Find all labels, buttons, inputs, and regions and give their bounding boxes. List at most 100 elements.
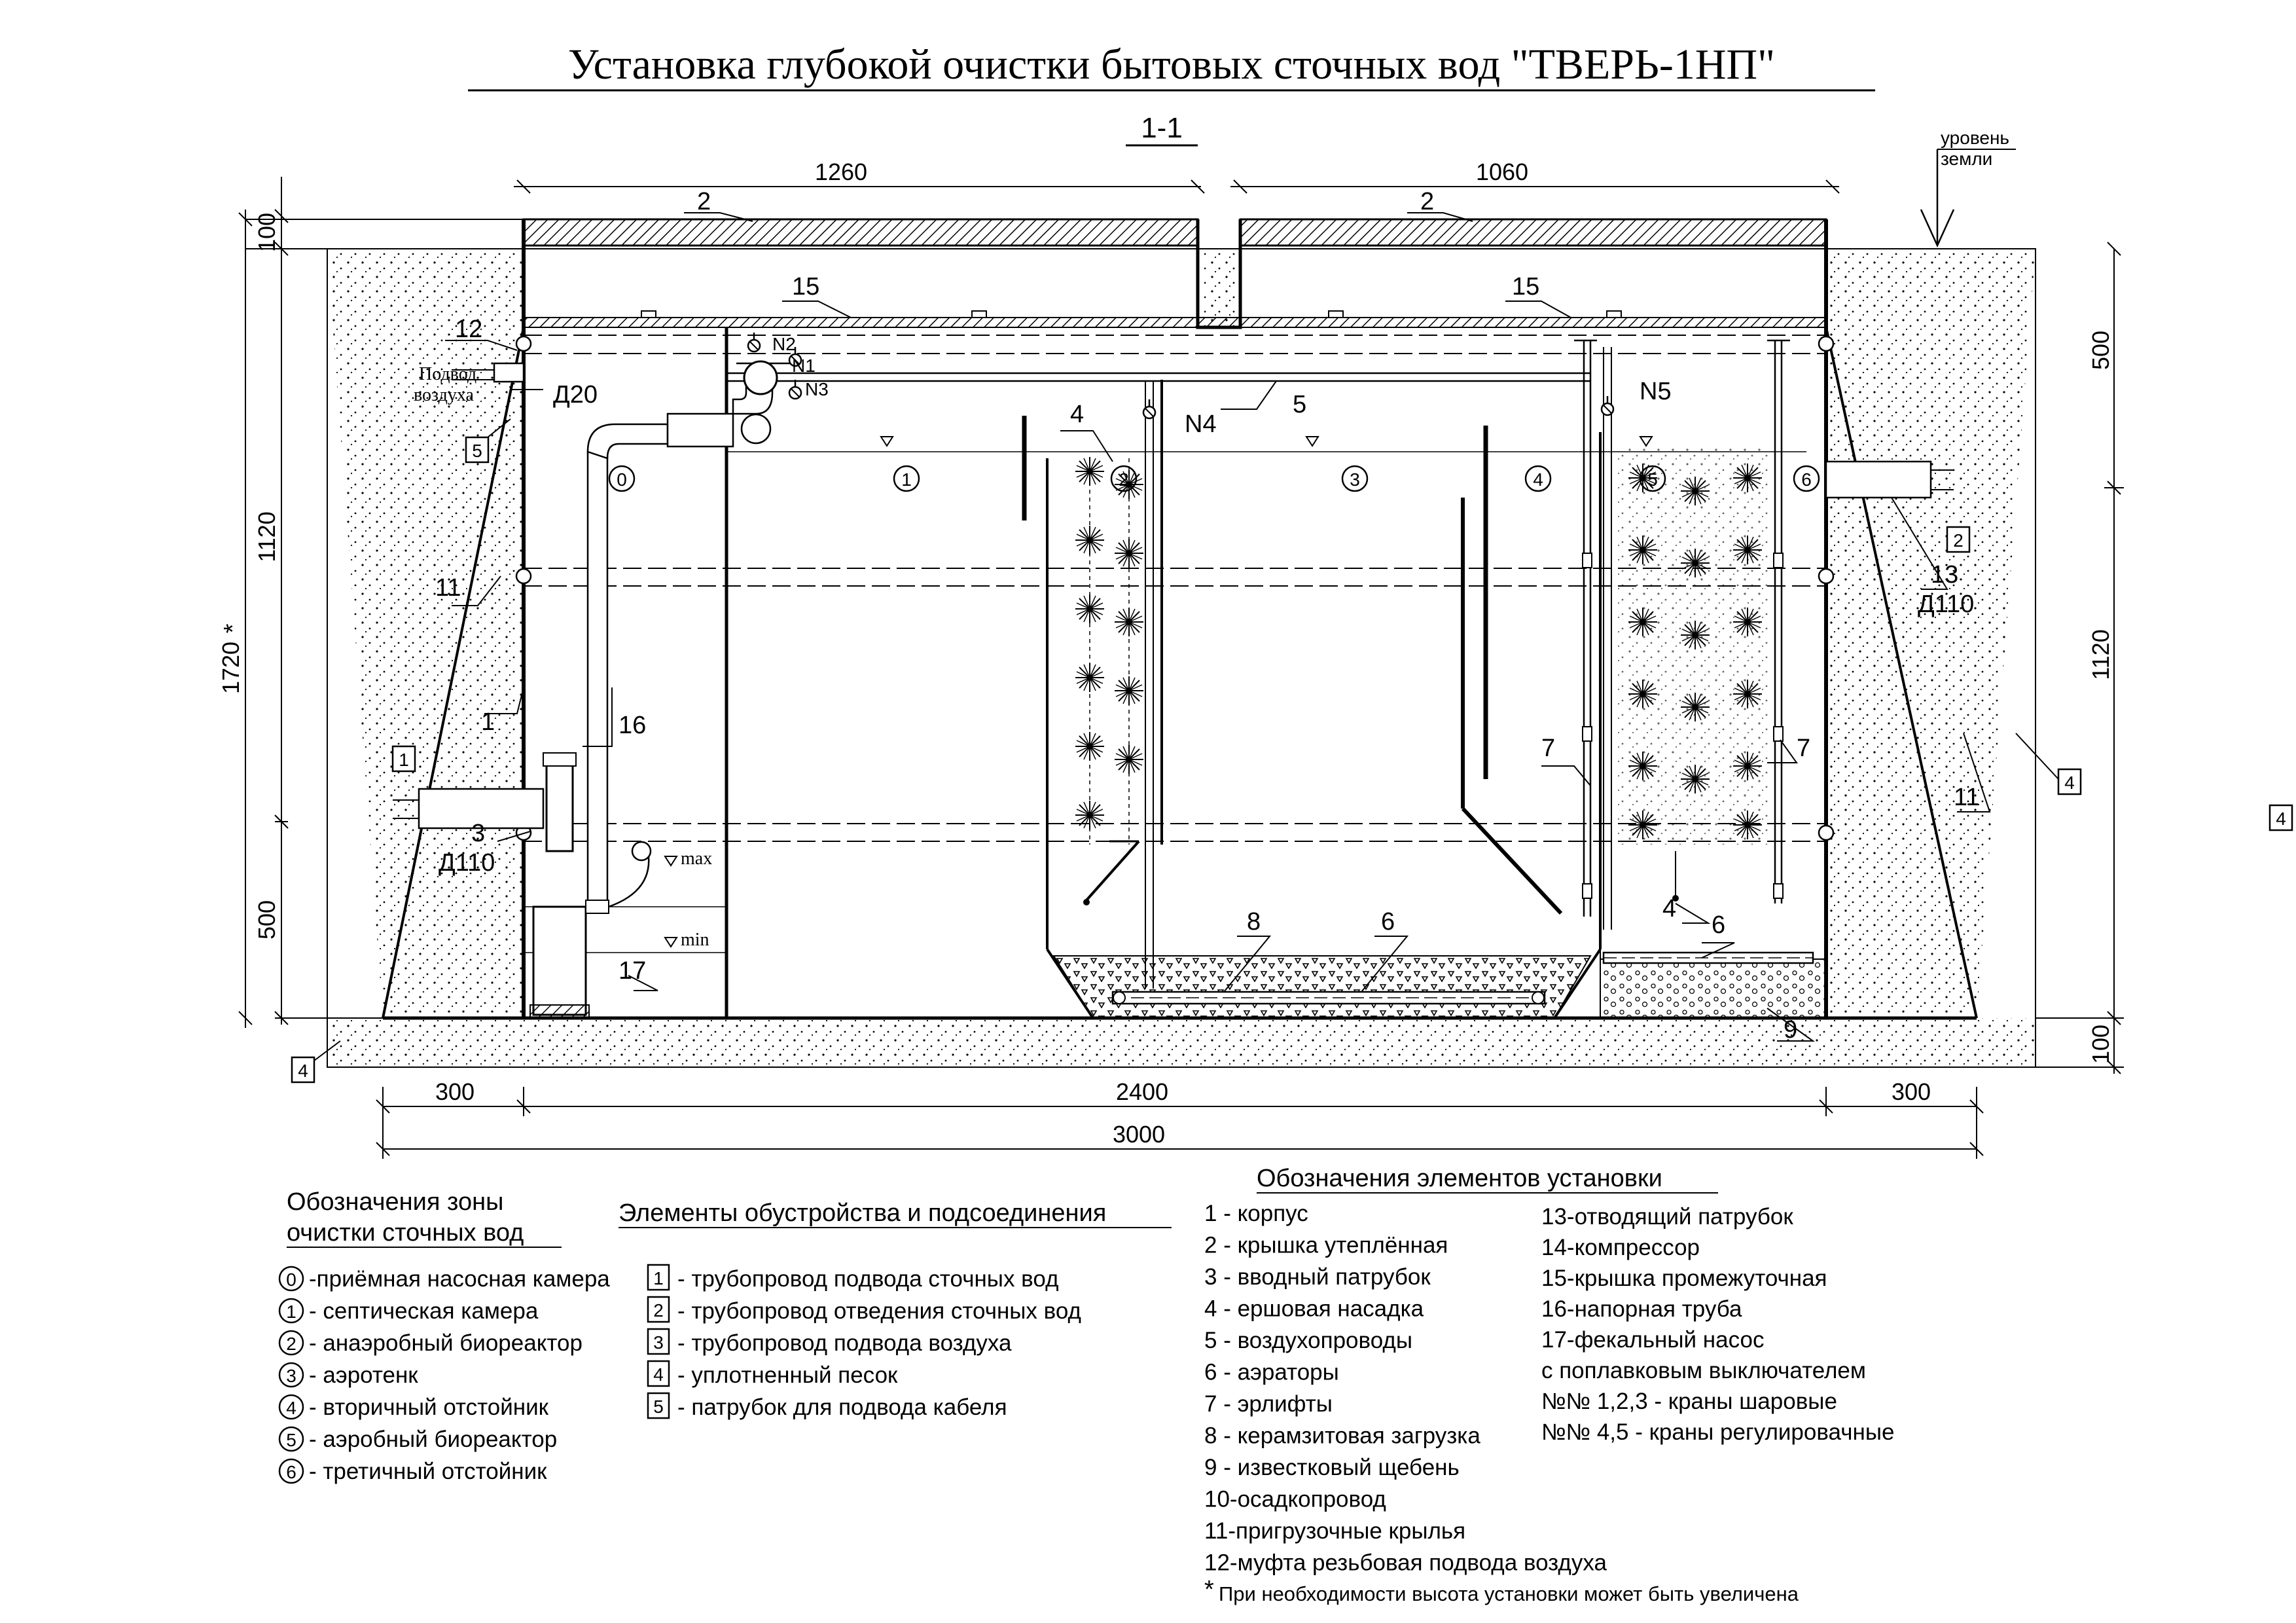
zone-marker-3: 3 (1350, 469, 1360, 490)
inlet-nozzle (393, 752, 577, 852)
insulated-lid-right (1239, 218, 1827, 247)
plant-body: max min (382, 218, 1978, 1020)
fecal-pump (529, 841, 652, 1019)
dimension-values: 1260 1060 100 1120 500 1720 * 500 1120 1… (217, 158, 2114, 1148)
element-legend-item: 2 - крышка утеплённая (1204, 1233, 1448, 1258)
element-legend-item: 15-крышка промежуточная (1541, 1266, 1827, 1291)
legend-zones: Обозначения зоны очистки сточных вод (287, 1188, 562, 1248)
air-supply-label-1: Подвод (419, 364, 476, 384)
outlet-nozzle (1825, 460, 1954, 499)
level-max-label: max (681, 848, 712, 869)
connection-legend-text: - трубопровод подвода сточных вод (677, 1266, 1059, 1292)
zone-legend-marker (278, 1394, 304, 1420)
legend-elements: Обозначения элементов установки (1257, 1165, 1718, 1194)
callout-15-left: 15 (792, 273, 819, 301)
element-legend-item: 11-пригрузочные крылья (1204, 1518, 1465, 1544)
dim-right-1120: 1120 (2087, 629, 2114, 680)
air-pipelines (726, 339, 1790, 989)
ground-level-label-2: земли (1941, 149, 1992, 169)
pipe-labels: Подвод воздуха Д20 Д110 Д110 N1 N2 N3 N4… (414, 334, 1974, 877)
callout-5: 5 (1293, 391, 1306, 418)
zone-legend-marker (278, 1330, 304, 1356)
element-legend-item: 5 - воздухопроводы (1204, 1328, 1412, 1353)
boxed-callout-4-right: 4 (2064, 773, 2075, 793)
d110-right-label: Д110 (1918, 591, 1974, 618)
zone-legend-number: 1 (286, 1302, 296, 1322)
element-legend-item: 17-фекальный насос (1541, 1327, 1764, 1353)
drawing-title: Установка глубокой очистки бытовых сточн… (568, 41, 1775, 88)
callout-16: 16 (619, 712, 646, 739)
zone-legend-text: - аэробный биореактор (309, 1427, 557, 1452)
level-min-label: min (681, 930, 709, 950)
element-legend-item: 7 - эрлифты (1204, 1391, 1333, 1417)
callout-11-right: 11 (1954, 784, 1979, 811)
zone-legend-number: 6 (286, 1462, 296, 1482)
dim-left-100: 100 (253, 213, 280, 252)
connection-legend-number: 3 (653, 1332, 664, 1353)
valve-n4-label: N4 (1185, 410, 1217, 438)
boxed-callouts: 1 2 4 4 4 5 (291, 418, 2293, 1084)
element-legend-item: 10-осадкопровод (1204, 1487, 1386, 1512)
element-legend-item: 14-компрессор (1541, 1235, 1700, 1260)
element-legend-item: с поплавковым выключателем (1541, 1358, 1866, 1383)
element-legend-item: 8 - керамзитовая загрузка (1204, 1423, 1480, 1449)
callout-numbers: 1 2 2 3 4 4 5 6 6 7 7 8 9 11 11 12 13 15… (435, 188, 1979, 1044)
dim-bottom-300-left: 300 (435, 1078, 475, 1105)
dim-total-star: * (219, 623, 247, 633)
callout-leaders (445, 212, 1991, 1042)
zone-legend-text: - анаэробный биореактор (309, 1330, 583, 1356)
dim-bottom-2400: 2400 (1116, 1078, 1168, 1105)
callout-4-anaerobic: 4 (1070, 401, 1084, 428)
callout-4-aerobic: 4 (1662, 895, 1676, 922)
connection-legend-text: - трубопровод подвода воздуха (677, 1330, 1012, 1356)
boxed-callout-2: 2 (1953, 530, 1964, 551)
callout-6-center: 6 (1381, 908, 1395, 936)
footnote-star: * (1204, 1576, 1214, 1603)
brush-loading-aerobic (1617, 445, 1770, 902)
callout-8: 8 (1247, 908, 1261, 936)
legend-connections-heading: Элементы обустройства и подсоединения (619, 1199, 1106, 1227)
valve-n1-label: N1 (792, 356, 816, 376)
dim-left-500: 500 (253, 900, 280, 939)
element-legend-item: №№ 1,2,3 - краны шаровые (1541, 1389, 1837, 1414)
zone-legend-marker (278, 1458, 304, 1484)
callout-3: 3 (471, 820, 485, 847)
connection-legend-number: 1 (653, 1268, 664, 1288)
connection-legend-number: 5 (653, 1396, 664, 1417)
callout-13: 13 (1931, 561, 1958, 589)
callout-12: 12 (455, 316, 482, 343)
zone-legend-number: 2 (286, 1334, 296, 1354)
connection-legend-text: - трубопровод отведения сточных вод (677, 1298, 1081, 1324)
callout-7-left: 7 (1541, 735, 1555, 762)
callout-15-right: 15 (1512, 273, 1539, 301)
zone-legend-number: 4 (286, 1398, 296, 1418)
dim-right-500: 500 (2087, 331, 2114, 370)
air-coupling (452, 362, 543, 390)
callout-1: 1 (481, 708, 495, 736)
element-legend-item: 3 - вводный патрубок (1204, 1264, 1431, 1290)
connection-legend-text: - патрубок для подвода кабеля (677, 1395, 1007, 1420)
legend-zones-heading-1: Обозначения зоны (287, 1188, 503, 1216)
ballast-wing-right (1825, 327, 1978, 1019)
zone-legend-text: - вторичный отстойник (309, 1395, 549, 1420)
dim-bottom-300-right: 300 (1892, 1078, 1931, 1105)
zone-legend-text: -приёмная насосная камера (309, 1266, 610, 1292)
element-legend-item: №№ 4,5 - краны регулировачные (1541, 1419, 1894, 1445)
callout-6-right: 6 (1712, 911, 1725, 939)
connection-legend-box (647, 1360, 670, 1387)
callout-2-right: 2 (1420, 188, 1434, 215)
callout-17: 17 (619, 957, 646, 985)
element-legend-item: 4 - ершовая насадка (1204, 1296, 1424, 1322)
boxed-callout-5: 5 (472, 441, 482, 461)
element-legend-item: 12-муфта резьбовая подвода воздуха (1204, 1550, 1607, 1576)
connection-legend-text: - уплотненный песок (677, 1362, 898, 1388)
legend-elements-col2: 13-отводящий патрубок14-компрессор15-кры… (1541, 1204, 1894, 1445)
ceramsite-bed (1052, 955, 1592, 1019)
zone-legend-marker (278, 1298, 304, 1324)
connection-legend-box (647, 1264, 670, 1291)
element-legend-item: 16-напорная труба (1541, 1296, 1742, 1322)
zone-legend-number: 3 (286, 1366, 296, 1386)
dim-bottom-3000: 3000 (1113, 1121, 1165, 1148)
